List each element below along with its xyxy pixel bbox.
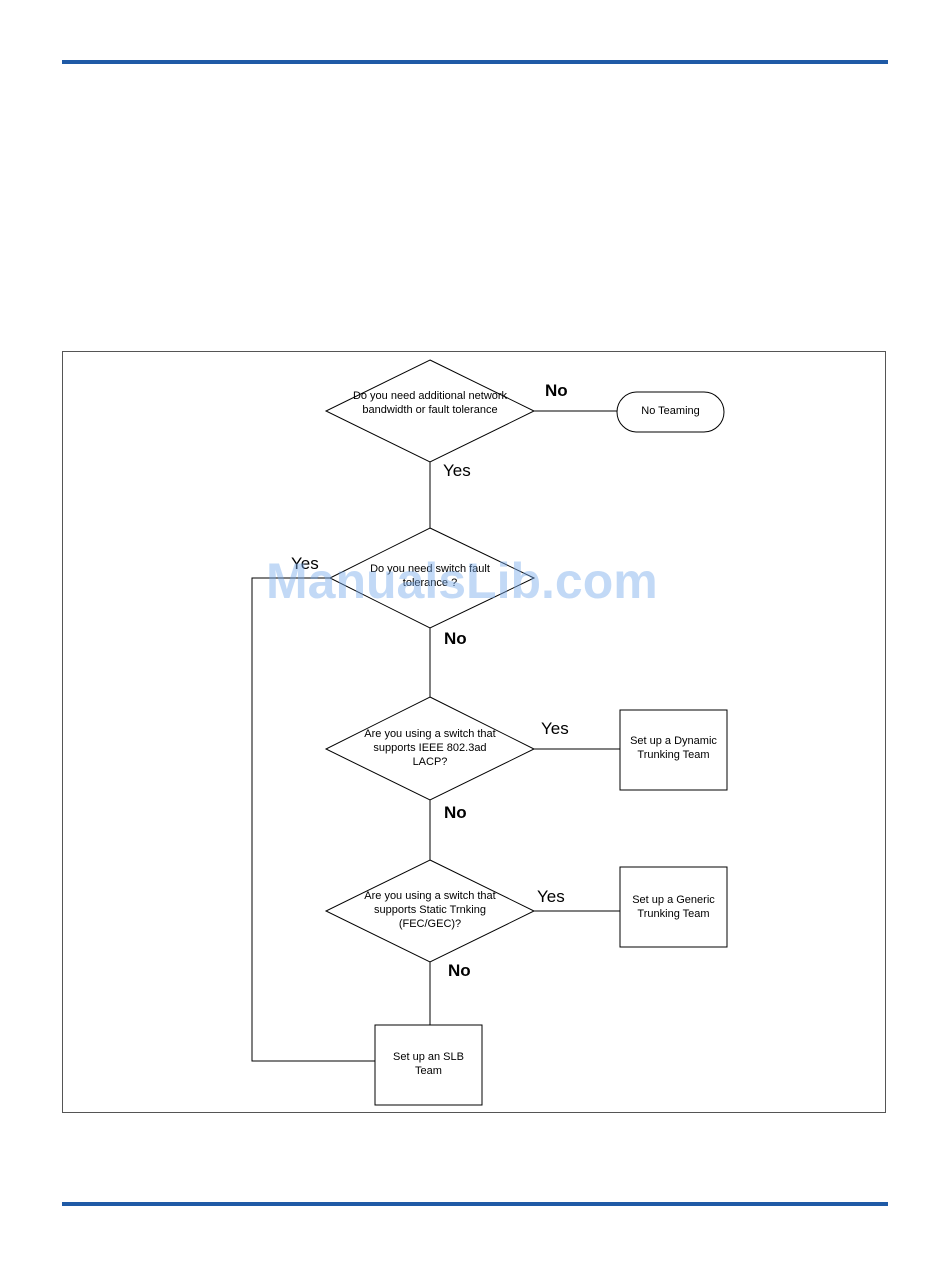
- edge-label-q2-no: No: [444, 629, 467, 648]
- generic-team-label: Set up a Generic Trunking Team: [632, 894, 715, 920]
- edge-label-q3-yes: Yes: [541, 719, 569, 738]
- watermark: ManualsLib.com: [266, 553, 658, 609]
- edge-label-q1-yes: Yes: [443, 461, 471, 480]
- connector-q2-yes: [251, 577, 375, 1062]
- terminator-no-teaming: [616, 391, 725, 433]
- process-generic: [619, 866, 728, 948]
- decision-q4: [324, 859, 536, 963]
- decision-q1: [324, 359, 536, 463]
- decision-q2-label: Do you need switch fault tolerance ?: [370, 563, 490, 589]
- decision-q3: [324, 696, 536, 801]
- edge-label-q4-yes: Yes: [537, 887, 565, 906]
- decision-q4-label: Are you using a switch that supports Sta…: [364, 890, 496, 930]
- process-slb: [374, 1024, 483, 1106]
- slb-team-label: Set up an SLB Team: [393, 1051, 464, 1077]
- decision-q3-label: Are you using a switch that supports IEE…: [364, 728, 496, 768]
- decision-q2: [328, 527, 536, 629]
- flowchart-frame: [62, 351, 886, 1113]
- no-teaming-label: No Teaming: [641, 405, 700, 417]
- edge-label-q3-no: No: [444, 803, 467, 822]
- edge-label-q2-yes: Yes: [291, 554, 319, 573]
- process-dynamic: [619, 709, 728, 791]
- dynamic-team-label: Set up a Dynamic Trunking Team: [630, 735, 717, 761]
- decision-q1-label: Do you need additional network bandwidth…: [352, 390, 508, 416]
- footer-rule: [62, 1202, 888, 1206]
- edge-label-q4-no: No: [448, 961, 471, 980]
- edge-label-q1-no: No: [545, 381, 568, 400]
- header-rule: [62, 60, 888, 64]
